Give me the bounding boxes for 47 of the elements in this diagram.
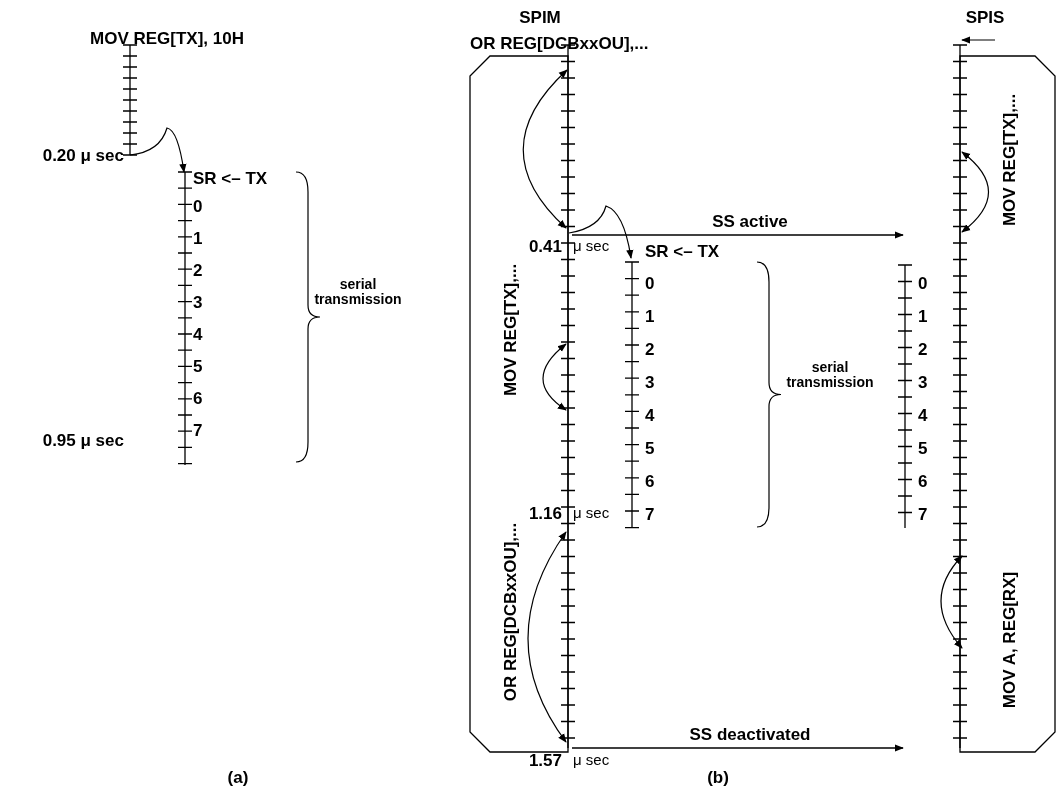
bit-number: 4 (193, 326, 203, 345)
bit-number: 2 (918, 341, 928, 360)
bit-number: 5 (918, 440, 928, 459)
bit-number: 1 (645, 308, 655, 327)
time-label: 1.16 (528, 505, 562, 524)
brace-label: serial transmission (785, 359, 875, 391)
arrow (571, 231, 904, 239)
bit-number: 5 (645, 440, 655, 459)
panel-heading: SPIS (965, 8, 1005, 28)
panel-caption: (a) (227, 768, 249, 788)
bit-number: 0 (918, 275, 928, 294)
bit-number: 4 (645, 407, 655, 426)
bit-number: 7 (193, 422, 203, 441)
instruction-label: MOV REG[TX], 10H (90, 30, 244, 49)
bit-number: 3 (918, 374, 928, 393)
bit-number: 3 (645, 374, 655, 393)
bit-number: 0 (193, 198, 203, 217)
bit-number: 3 (193, 294, 203, 313)
bit-number: 5 (193, 358, 203, 377)
time-label: 0.41 (528, 238, 562, 257)
panel-heading: SPIM (519, 8, 561, 28)
bit-number: 1 (918, 308, 928, 327)
brace-label: serial transmission (313, 276, 403, 308)
time-label: 0.95 μ sec (42, 432, 124, 451)
bit-number: 6 (193, 390, 203, 409)
bit-number: 6 (918, 473, 928, 492)
bit-number: 7 (918, 506, 928, 525)
register-label: SR <– TX (645, 243, 720, 262)
instruction-label: MOV REG[TX],... (1000, 93, 1020, 227)
instruction-label: OR REG[DCBxxOU],... (501, 522, 521, 702)
bit-number: 1 (193, 230, 203, 249)
bit-number: 6 (645, 473, 655, 492)
bit-number: 2 (193, 262, 203, 281)
time-label: 1.57 (528, 752, 562, 771)
time-label: 0.20 μ sec (42, 147, 124, 166)
instruction-label: MOV A, REG[RX] (1000, 571, 1020, 709)
time-unit: μ sec (573, 505, 610, 522)
bit-number: 7 (645, 506, 655, 525)
bit-number: 2 (645, 341, 655, 360)
instruction-label: MOV REG[TX],... (501, 263, 521, 397)
bit-number: 4 (918, 407, 928, 426)
register-label: SR <– TX (193, 170, 268, 189)
time-unit: μ sec (573, 238, 610, 255)
arrow (571, 744, 904, 752)
panel-caption: (b) (707, 768, 729, 788)
bit-number: 0 (645, 275, 655, 294)
time-unit: μ sec (573, 752, 610, 769)
